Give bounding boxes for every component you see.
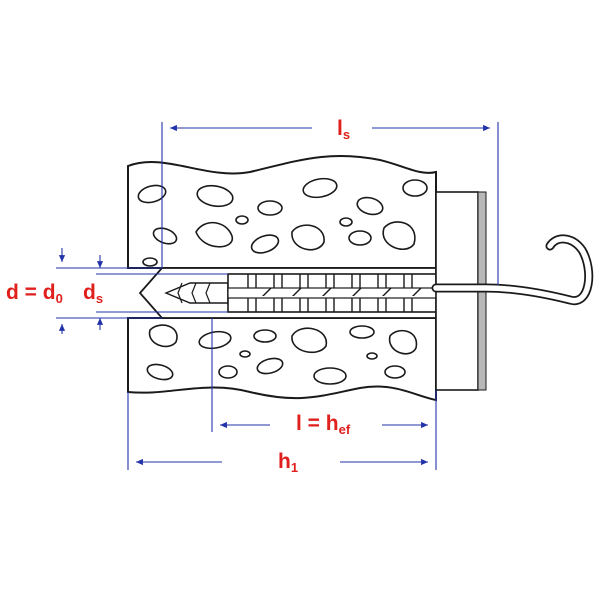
label-d-d0: d = d0 [6, 282, 63, 305]
label-d-sub: 0 [55, 291, 63, 306]
shank-threads [262, 288, 422, 296]
concrete-upper [127, 154, 437, 269]
label-ls-sub: s [342, 127, 351, 142]
label-l-hef: l = hef [296, 413, 350, 436]
aggregate-pebbles [137, 177, 428, 385]
label-h1-main: h [278, 450, 291, 473]
label-h1: h1 [278, 451, 298, 474]
concrete-block [127, 154, 437, 402]
label-ds: ds [83, 282, 103, 305]
label-l-sub: ef [338, 422, 351, 437]
label-ls-main: l [337, 117, 343, 140]
dimension-lines [56, 122, 499, 470]
label-ds-main: d [83, 281, 96, 304]
label-ds-sub: s [95, 291, 104, 306]
label-d-main: d = d [6, 281, 56, 304]
screw-shank [227, 287, 437, 299]
anchor-assembly [138, 191, 594, 391]
label-h1-sub: 1 [290, 460, 299, 475]
label-l-main: l = h [296, 412, 339, 435]
label-ls: ls [337, 118, 350, 141]
